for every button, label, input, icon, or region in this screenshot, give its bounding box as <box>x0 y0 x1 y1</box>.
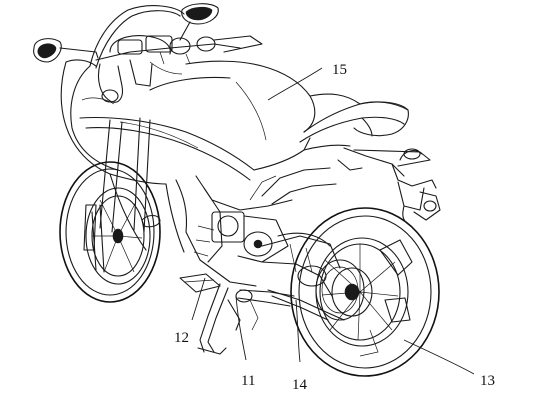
windscreen <box>89 5 185 69</box>
left-mirror <box>33 38 99 63</box>
seat-and-tail <box>299 93 409 151</box>
right-mirror <box>179 3 219 41</box>
handlebar-cockpit <box>95 35 263 103</box>
side-stand <box>179 273 241 355</box>
swingarm <box>261 232 345 321</box>
engine-and-frame <box>141 167 337 287</box>
front-fairing <box>60 59 185 253</box>
ref-numeral-15: 15 <box>332 62 347 78</box>
ref-numeral-13: 13 <box>480 373 495 389</box>
rear-wheel <box>290 207 440 377</box>
tail-tidy-and-lights <box>337 147 441 225</box>
ref-numeral-12: 12 <box>174 330 189 346</box>
reference-leaders <box>191 67 475 375</box>
front-fork <box>83 117 151 251</box>
ref-numeral-11: 11 <box>241 373 255 389</box>
ref-numeral-14: 14 <box>292 377 308 393</box>
front-wheel <box>59 161 161 303</box>
drive-linkage <box>235 289 295 331</box>
